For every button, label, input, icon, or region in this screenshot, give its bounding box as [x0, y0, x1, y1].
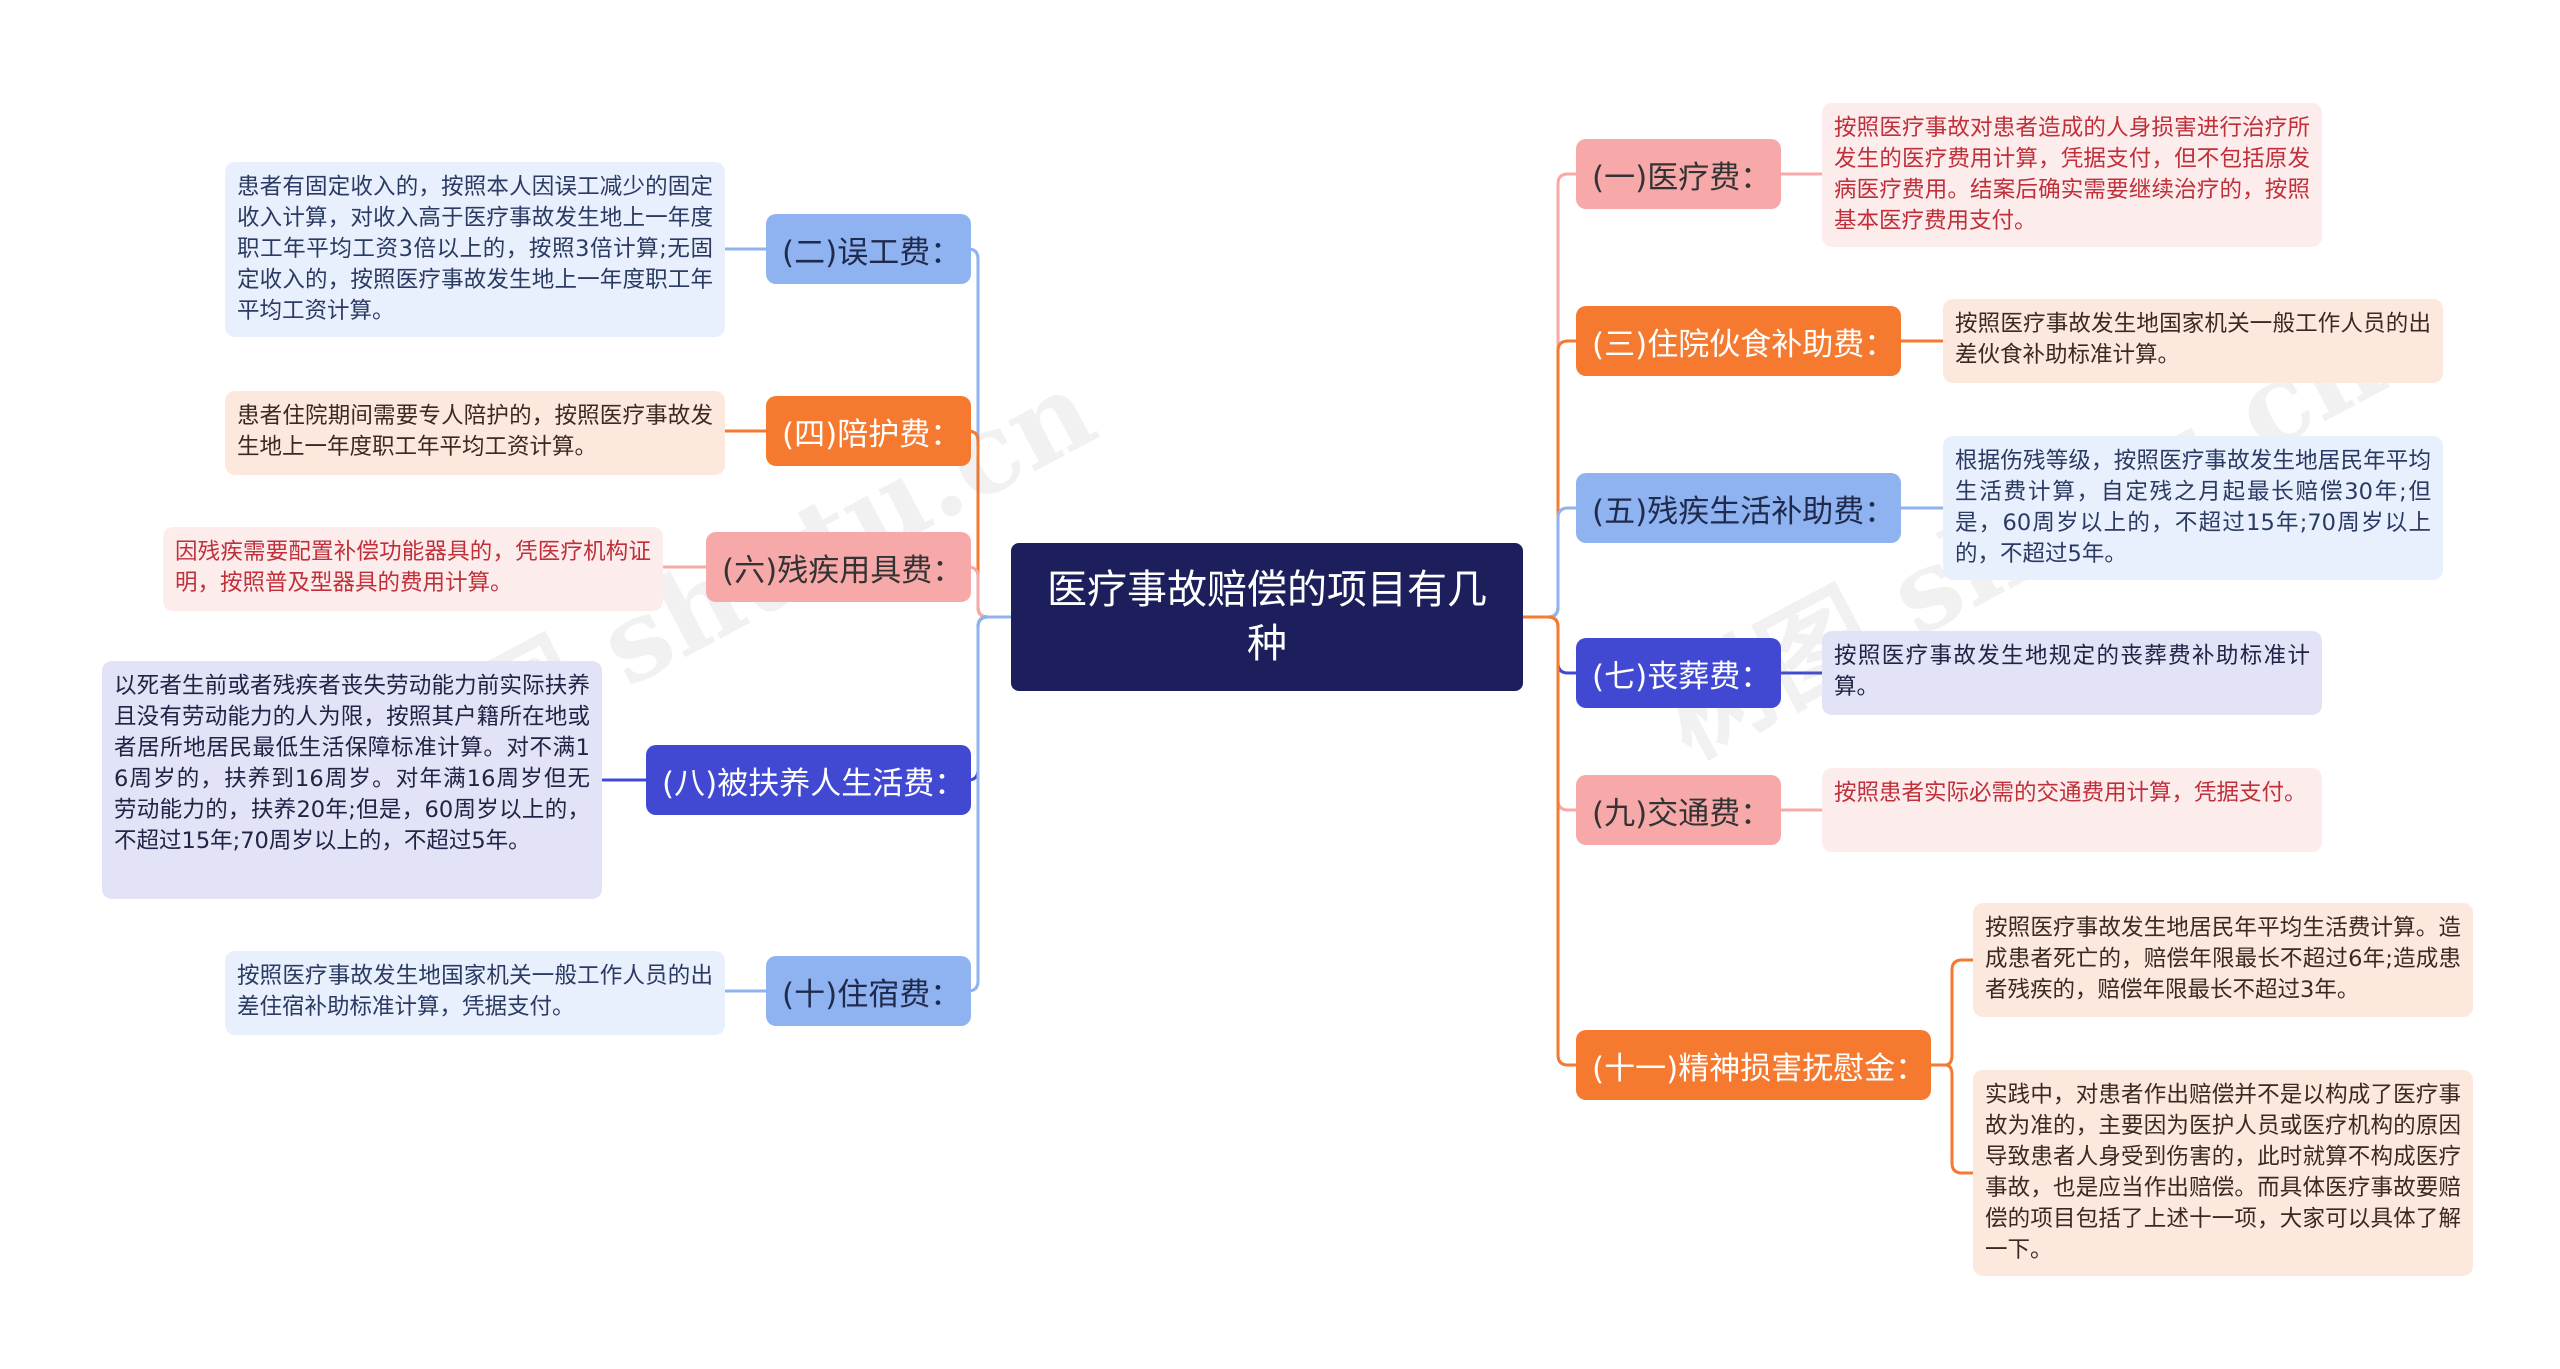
branch-disability-subsidy[interactable]: (五)残疾生活补助费：: [1576, 473, 1901, 543]
branch-accommodation[interactable]: (十)住宿费：: [766, 956, 971, 1026]
detail-meal-allowance: 按照医疗事故发生地国家机关一般工作人员的出差伙食补助标准计算。: [1943, 299, 2443, 383]
branch-lost-wages[interactable]: (二)误工费：: [766, 214, 971, 284]
branch-meal-allowance[interactable]: (三)住院伙食补助费：: [1576, 306, 1901, 376]
leaf-connector: [1931, 958, 1973, 1067]
leaf-connector: [1931, 1063, 1973, 1175]
detail-mental-damage-note: 实践中，对患者作出赔偿并不是以构成了医疗事故为准的，主要因为医护人员或医疗机构的…: [1973, 1070, 2473, 1276]
detail-accommodation: 按照医疗事故发生地国家机关一般工作人员的出差住宿补助标准计算，凭据支付。: [225, 951, 725, 1035]
detail-lost-wages: 患者有固定收入的，按照本人因误工减少的固定收入计算，对收入高于医疗事故发生地上一…: [225, 162, 725, 337]
branch-connector: [1523, 615, 1576, 675]
branch-connector: [967, 565, 1011, 619]
detail-nursing-fee: 患者住院期间需要专人陪护的，按照医疗事故发生地上一年度职工年平均工资计算。: [225, 391, 725, 475]
branch-connector: [1523, 615, 1576, 812]
detail-funeral-fee: 按照医疗事故发生地规定的丧葬费补助标准计算。: [1822, 631, 2322, 715]
central-topic[interactable]: 医疗事故赔偿的项目有几种: [1011, 543, 1523, 691]
branch-connector: [967, 615, 1011, 782]
detail-medical-fee: 按照医疗事故对患者造成的人身损害进行治疗所发生的医疗费用计算，凭据支付，但不包括…: [1822, 103, 2322, 247]
branch-connector: [967, 429, 1011, 619]
branch-connector: [1523, 339, 1576, 619]
branch-funeral-fee[interactable]: (七)丧葬费：: [1576, 638, 1781, 708]
branch-connector: [1523, 615, 1576, 1067]
branch-connector: [1523, 172, 1576, 619]
detail-transport-fee: 按照患者实际必需的交通费用计算，凭据支付。: [1822, 768, 2322, 852]
branch-connector: [1523, 506, 1576, 619]
detail-disability-equipment: 因残疾需要配置补偿功能器具的，凭医疗机构证明，按照普及型器具的费用计算。: [163, 527, 663, 611]
detail-dependent-living: 以死者生前或者残疾者丧失劳动能力前实际扶养且没有劳动能力的人为限，按照其户籍所在…: [102, 661, 602, 899]
branch-nursing-fee[interactable]: (四)陪护费：: [766, 396, 971, 466]
detail-mental-damage: 按照医疗事故发生地居民年平均生活费计算。造成患者死亡的，赔偿年限最长不超过6年;…: [1973, 903, 2473, 1017]
branch-disability-equipment[interactable]: (六)残疾用具费：: [706, 532, 971, 602]
branch-dependent-living[interactable]: (八)被扶养人生活费：: [646, 745, 971, 815]
branch-medical-fee[interactable]: (一)医疗费：: [1576, 139, 1781, 209]
branch-mental-damage[interactable]: (十一)精神损害抚慰金：: [1576, 1030, 1931, 1100]
detail-disability-subsidy: 根据伤残等级，按照医疗事故发生地居民年平均生活费计算，自定残之月起最长赔偿30年…: [1943, 436, 2443, 580]
branch-connector: [967, 615, 1011, 993]
branch-transport-fee[interactable]: (九)交通费：: [1576, 775, 1781, 845]
